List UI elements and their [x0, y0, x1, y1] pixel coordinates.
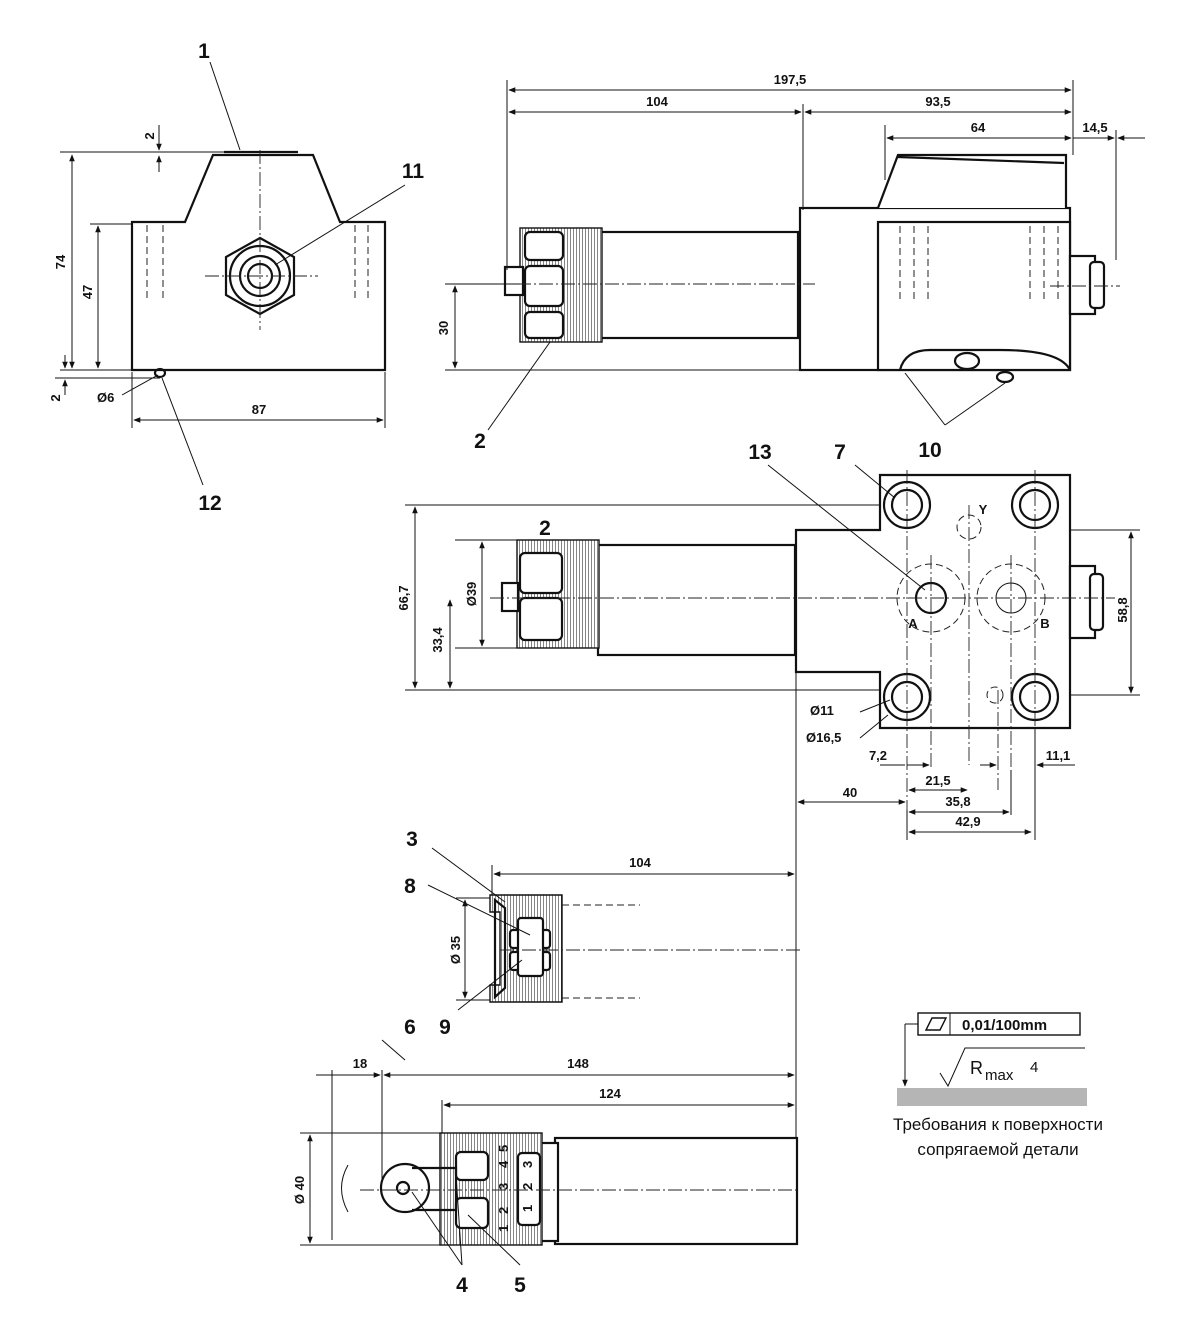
- dim-dia-11: Ø11: [810, 703, 834, 718]
- callout-8: 8: [404, 875, 416, 898]
- surface-caption-line2: сопрягаемой детали: [917, 1140, 1078, 1159]
- port-y-label: Y: [979, 502, 988, 517]
- dim-33-4: 33,4: [430, 627, 445, 653]
- flatness-value: 0,01/100mm: [962, 1017, 1047, 1034]
- roughness-symbol-icon: [939, 1047, 1085, 1088]
- roughness-symbol: R: [970, 1058, 983, 1078]
- dim-40: 40: [843, 785, 857, 800]
- end-view: [55, 61, 406, 486]
- roughness-value: 4: [1030, 1059, 1038, 1076]
- callout-2-side: 2: [474, 430, 486, 453]
- roughness-subscript: max: [985, 1067, 1014, 1084]
- knob-number: 2: [520, 1183, 535, 1190]
- cap-variant-view: [427, 847, 800, 1011]
- surface-requirement-block: [897, 1012, 1087, 1106]
- callout-9: 9: [439, 1016, 451, 1039]
- dim-42-9: 42,9: [955, 814, 980, 829]
- dim-47: 47: [80, 285, 95, 299]
- callout-1: 1: [198, 40, 210, 63]
- mating-surface: [897, 1088, 1087, 1106]
- scale-number: 5: [496, 1145, 511, 1152]
- knob-number: 3: [520, 1161, 535, 1168]
- dim-dia-6: Ø6: [97, 390, 114, 405]
- dim-dia-39: Ø39: [464, 582, 479, 607]
- dim-104-top: 104: [646, 94, 668, 109]
- scale-numbers: 5 4 3 2 1 3 2 1: [496, 1145, 535, 1232]
- dim-11-1: 11,1: [1046, 748, 1071, 763]
- dim-21-5: 21,5: [925, 773, 950, 788]
- dim-197-5: 197,5: [774, 72, 807, 87]
- callout-11: 11: [402, 160, 425, 183]
- side-view: [445, 80, 1145, 431]
- dim-dia-40: Ø 40: [292, 1176, 307, 1204]
- dim-58-8: 58,8: [1115, 597, 1130, 622]
- scale-number: 4: [496, 1160, 511, 1168]
- dim-30: 30: [436, 321, 451, 335]
- dim-93-5: 93,5: [925, 94, 950, 109]
- flatness-symbol-icon: [924, 1017, 948, 1031]
- callout-6: 6: [404, 1016, 416, 1039]
- dim-dia-16-5: Ø16,5: [806, 730, 841, 745]
- port-b-label: B: [1040, 616, 1049, 631]
- callout-3: 3: [406, 828, 418, 851]
- dim-18: 18: [353, 1056, 367, 1071]
- dim-104-mid: 104: [629, 855, 651, 870]
- dim-64: 64: [971, 120, 986, 135]
- dim-87: 87: [252, 402, 266, 417]
- callout-7: 7: [834, 441, 846, 464]
- dim-66-7: 66,7: [396, 585, 411, 610]
- dim-7-2: 7,2: [869, 748, 887, 763]
- callout-4: 4: [456, 1274, 468, 1297]
- scale-number: 2: [496, 1207, 511, 1214]
- callout-13: 13: [748, 441, 771, 464]
- dim-14-5: 14,5: [1082, 120, 1107, 135]
- surface-caption-line1: Требования к поверхности: [893, 1115, 1103, 1134]
- dim-35-8: 35,8: [945, 794, 970, 809]
- knob-number: 1: [520, 1205, 535, 1212]
- dim-148: 148: [567, 1056, 589, 1071]
- dim-dia-35: Ø 35: [448, 936, 463, 964]
- lever-variant-view: [300, 1039, 800, 1266]
- callout-10: 10: [918, 439, 941, 462]
- dim-2-top: 2: [142, 132, 157, 139]
- callout-5: 5: [514, 1274, 526, 1297]
- dim-2-bottom: 2: [48, 394, 63, 401]
- scale-number: 3: [496, 1183, 511, 1190]
- callout-12: 12: [198, 492, 221, 515]
- port-a-label: A: [908, 616, 918, 631]
- dim-124: 124: [599, 1086, 621, 1101]
- callout-2-plan: 2: [539, 517, 551, 540]
- plan-view: [405, 464, 1140, 1155]
- scale-number: 1: [496, 1225, 511, 1232]
- dim-74: 74: [53, 254, 68, 269]
